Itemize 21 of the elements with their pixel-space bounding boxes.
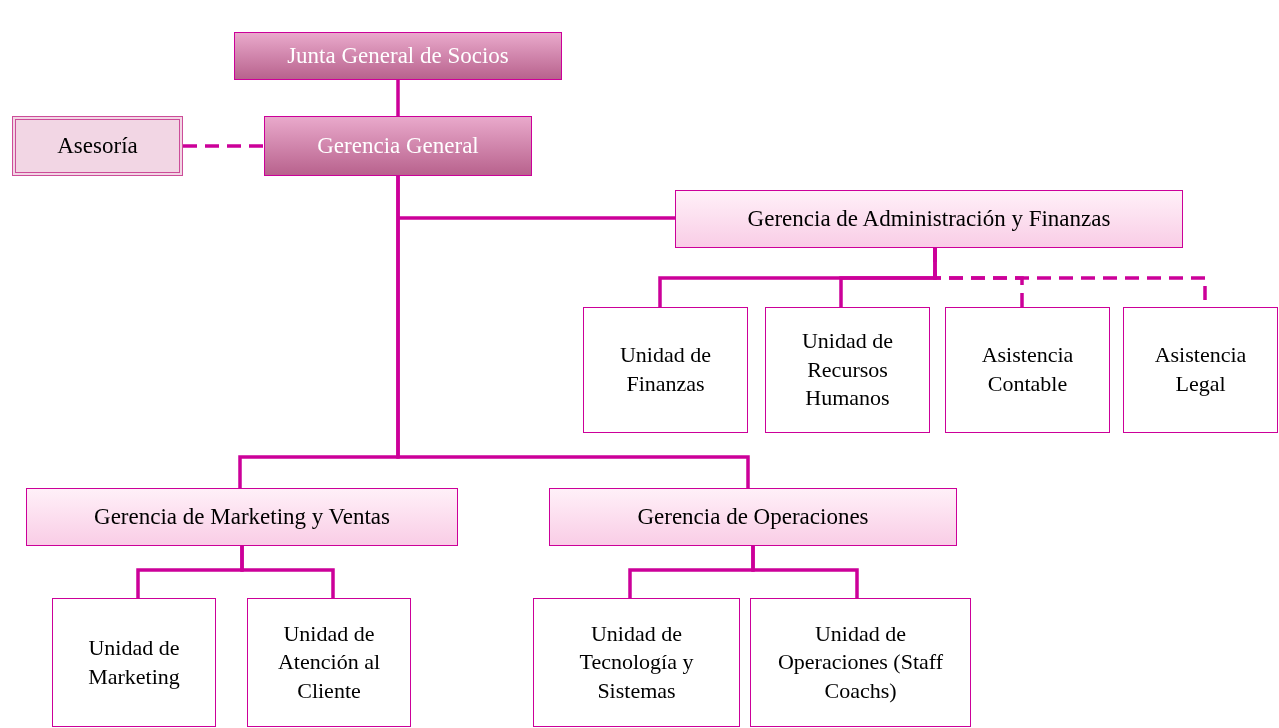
management-box: Gerencia de Marketing y Ventas <box>26 488 458 546</box>
connector-line <box>839 248 937 307</box>
management-box: Junta General de Socios <box>234 32 562 80</box>
unit-box: Unidad de Tecnología y Sistemas <box>533 598 740 727</box>
connector-line <box>396 80 400 116</box>
management-box: Gerencia General <box>264 116 532 176</box>
management-box: Gerencia de Administración y Finanzas <box>675 190 1183 248</box>
management-box: Gerencia de Operaciones <box>549 488 957 546</box>
connector-line <box>751 546 859 598</box>
unit-box: Unidad de Marketing <box>52 598 216 727</box>
unit-box: Asistencia Legal <box>1123 307 1278 433</box>
unit-box: Unidad de Operaciones (Staff Coachs) <box>750 598 971 727</box>
unit-box: Unidad de Atención al Cliente <box>247 598 411 727</box>
unit-box: Asistencia Contable <box>945 307 1110 433</box>
unit-box: Unidad de Recursos Humanos <box>765 307 930 433</box>
connector-line <box>398 216 675 220</box>
unit-box: Unidad de Finanzas <box>583 307 748 433</box>
connector-line <box>240 546 335 598</box>
connector-line <box>396 176 750 488</box>
advisory-box: Asesoría <box>12 116 183 176</box>
dashed-connector <box>183 144 264 148</box>
